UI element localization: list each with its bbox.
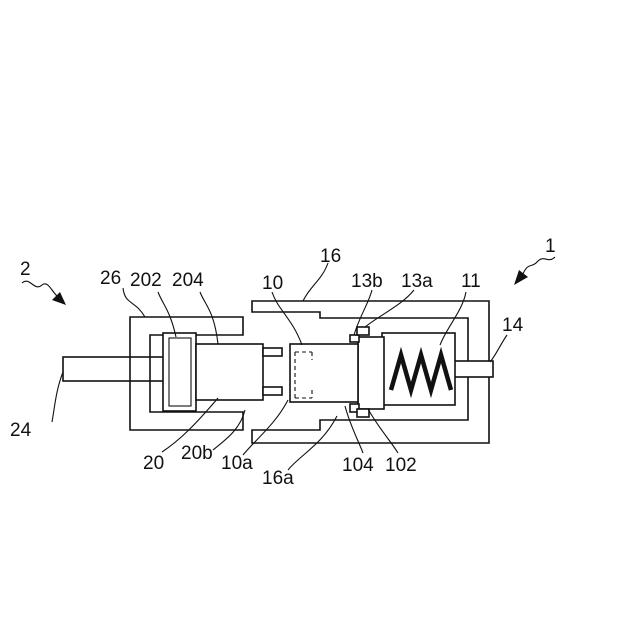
part-13a: [357, 327, 369, 335]
label-10a: 10a: [221, 453, 253, 474]
pin-upper: [263, 348, 282, 356]
label-13a: 13a: [401, 271, 433, 292]
pin-lower: [263, 387, 282, 395]
arrowhead-1: [514, 270, 528, 285]
label-10: 10: [262, 273, 283, 294]
arrowhead-2: [52, 292, 66, 305]
label-26: 26: [100, 268, 121, 289]
label-1: 1: [545, 236, 556, 257]
label-24: 24: [10, 420, 32, 441]
label-104: 104: [342, 455, 374, 476]
label-20b: 20b: [181, 443, 213, 464]
plug-body-204: [196, 344, 263, 400]
label-11: 11: [461, 271, 481, 292]
squiggle-arrow-1: [523, 257, 555, 274]
label-13b: 13b: [351, 271, 383, 292]
label-202: 202: [130, 270, 162, 291]
label-20: 20: [143, 453, 164, 474]
connector-body-10: [290, 344, 358, 402]
part-16a: [357, 409, 369, 417]
part-13b: [350, 335, 359, 342]
cable-24: [63, 357, 169, 381]
label-2: 2: [20, 259, 31, 280]
squiggle-arrow-2: [22, 281, 58, 297]
flange-102: [358, 337, 384, 409]
label-102: 102: [385, 455, 417, 476]
label-14: 14: [502, 315, 524, 336]
label-204: 204: [172, 270, 204, 291]
label-16a: 16a: [262, 468, 294, 489]
label-16: 16: [320, 246, 341, 267]
